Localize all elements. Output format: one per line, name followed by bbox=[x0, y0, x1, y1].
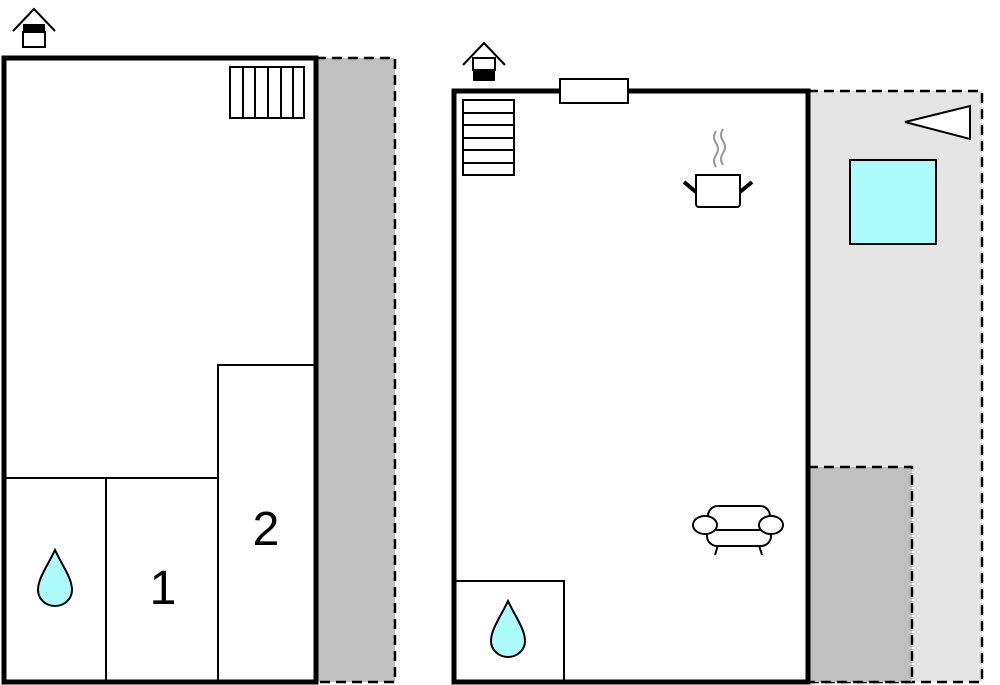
bathroom-wall bbox=[454, 580, 565, 683]
room-walls bbox=[4, 364, 316, 682]
water-drop-icon bbox=[489, 598, 527, 658]
terrace-covered bbox=[806, 465, 914, 684]
triangle-icon bbox=[904, 104, 971, 141]
water-drop-icon bbox=[36, 547, 74, 607]
room-label-2: 2 bbox=[253, 503, 280, 556]
room-label-1: 1 bbox=[150, 562, 177, 615]
terrace-strip bbox=[314, 56, 397, 684]
entrance-icon bbox=[462, 41, 506, 81]
ground-floor-plan: 1 2 bbox=[1, 7, 397, 685]
stairs-icon bbox=[462, 99, 515, 176]
stairs-icon bbox=[229, 66, 305, 119]
sofa-icon bbox=[692, 505, 784, 556]
kitchen-pot-icon bbox=[682, 128, 754, 208]
upper-floor-plan bbox=[451, 41, 984, 685]
entrance-icon bbox=[12, 7, 56, 48]
outer-wall bbox=[451, 88, 811, 685]
pool-icon bbox=[849, 159, 937, 245]
window-icon bbox=[559, 78, 629, 104]
